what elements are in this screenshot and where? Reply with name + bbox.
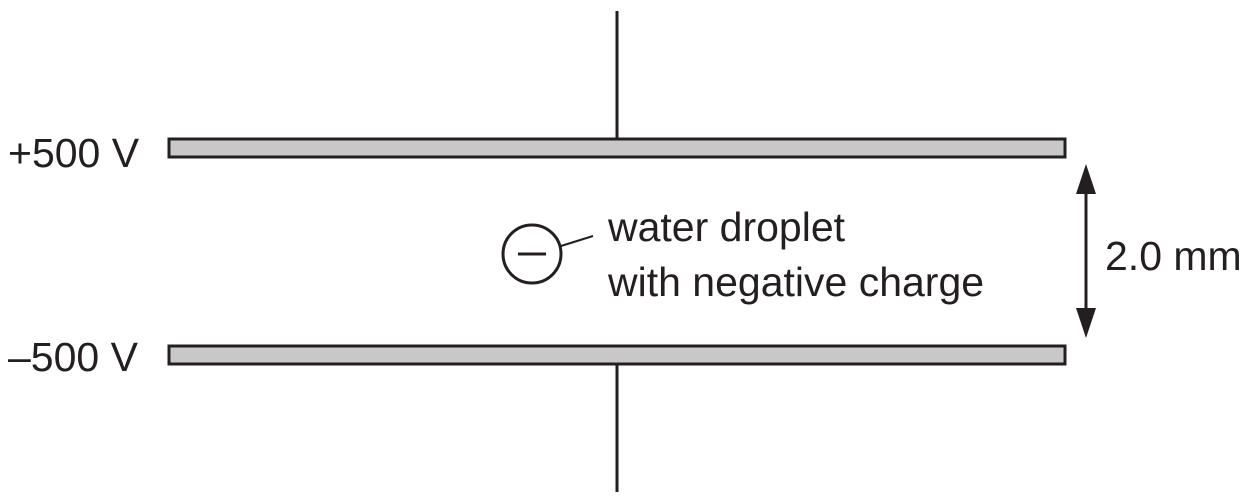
- arrow-down-icon: [1076, 308, 1096, 338]
- bottom-plate: [167, 344, 1067, 366]
- droplet-label-line1: water droplet: [608, 204, 846, 250]
- bottom-plate-voltage-label: –500 V: [8, 334, 138, 380]
- separation-arrow: [1076, 164, 1096, 338]
- plate-separation-label: 2.0 mm: [1105, 233, 1242, 279]
- top-plate: [167, 137, 1067, 159]
- water-droplet: [501, 223, 563, 285]
- droplet-label-line2: with negative charge: [608, 259, 985, 305]
- arrow-up-icon: [1076, 164, 1096, 194]
- droplet-leader-line: [560, 235, 594, 247]
- top-plate-voltage-label: +500 V: [8, 130, 140, 176]
